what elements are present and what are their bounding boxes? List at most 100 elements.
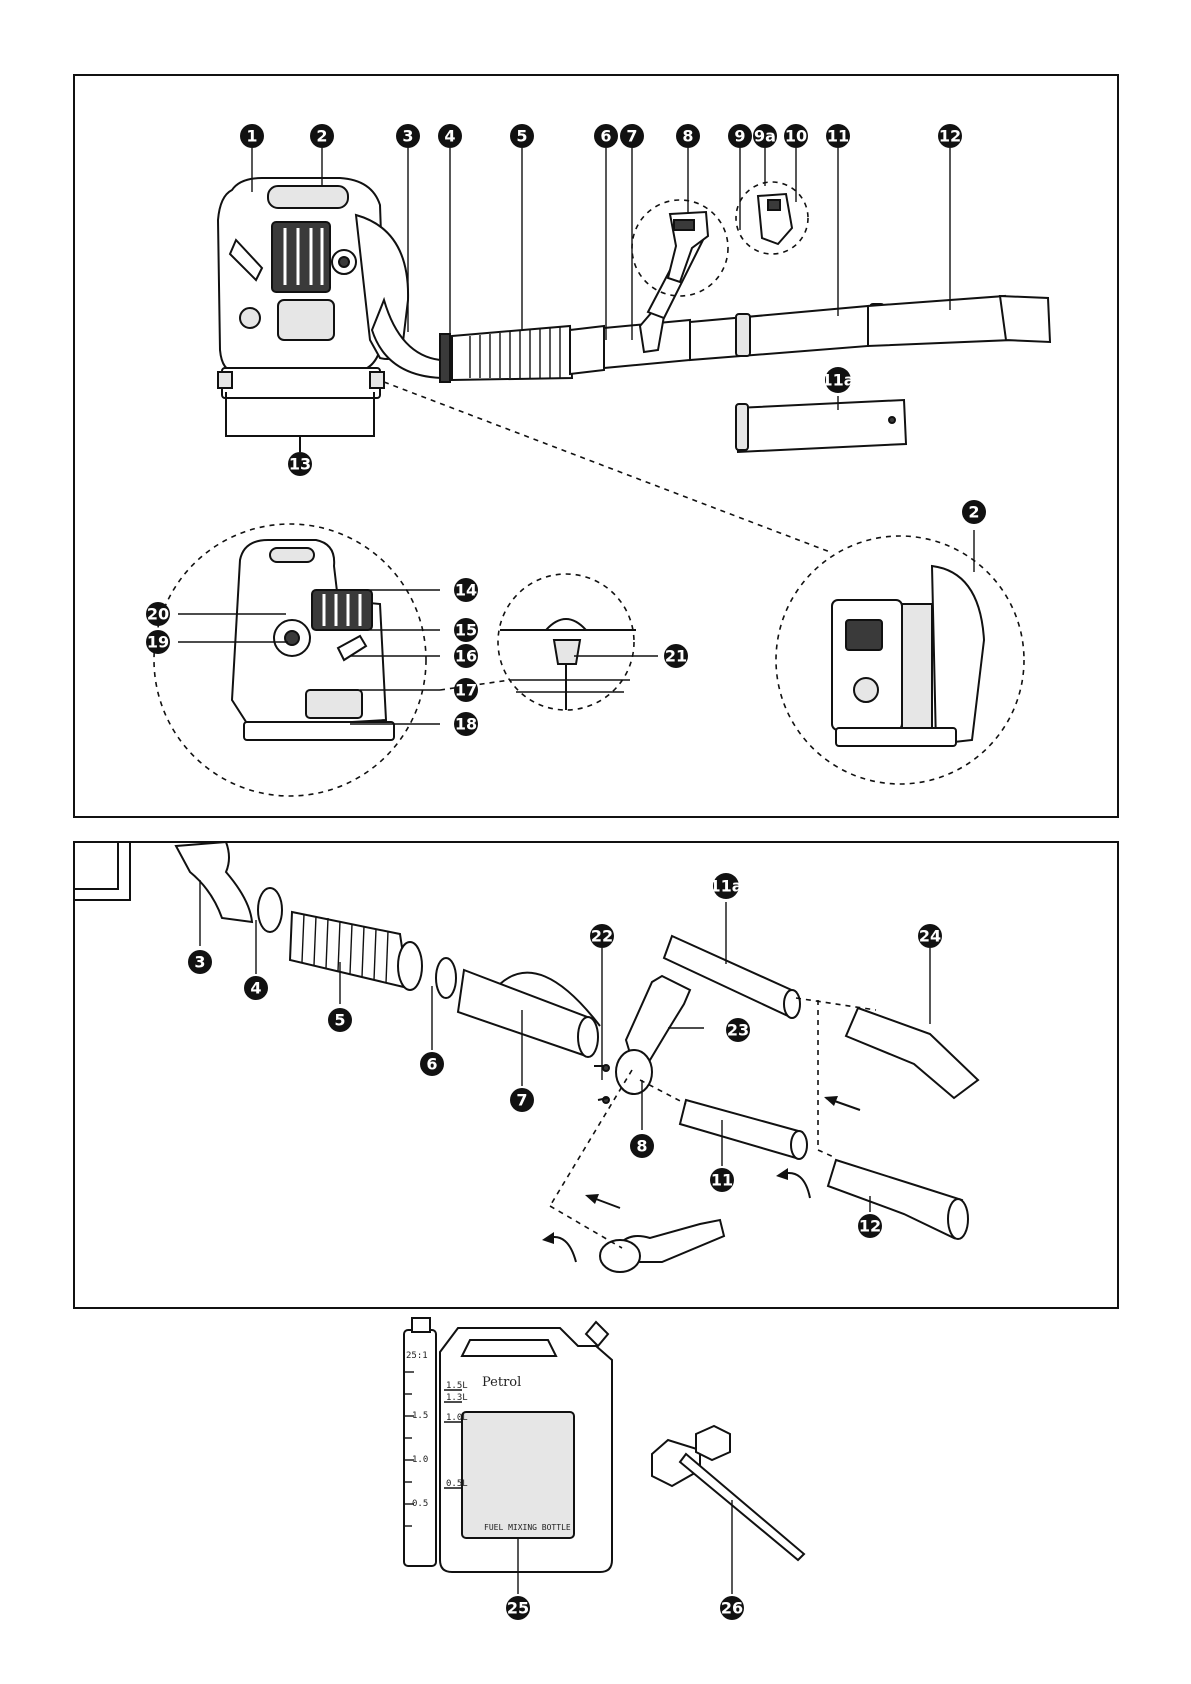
svg-text:12: 12 [859, 1217, 881, 1236]
callout-6: 6 [594, 124, 618, 148]
callout-11: 11 [826, 124, 850, 148]
svg-text:11a: 11a [709, 877, 742, 896]
callout-5: 5 [510, 124, 534, 148]
svg-text:17: 17 [455, 681, 477, 700]
left-scale-2: 1.0 [412, 1455, 428, 1465]
callout-8: 8 [676, 124, 700, 148]
callout-d3: 3 [188, 950, 212, 974]
callout-9: 9 [728, 124, 752, 148]
callout-17: 17 [454, 678, 478, 702]
panel-assembly [74, 842, 1118, 1308]
svg-text:13: 13 [289, 455, 311, 474]
svg-text:20: 20 [147, 605, 169, 624]
svg-text:6: 6 [426, 1055, 437, 1074]
svg-text:26: 26 [721, 1599, 743, 1618]
callout-d6: 6 [420, 1052, 444, 1076]
choke-detail [498, 574, 636, 710]
svg-text:24: 24 [919, 927, 941, 946]
svg-text:12: 12 [939, 127, 961, 146]
side-detail [776, 536, 1024, 784]
callout-21: 21 [664, 644, 688, 668]
svg-text:11: 11 [711, 1171, 733, 1190]
callout-d4: 4 [244, 976, 268, 1000]
panel-overview [74, 75, 1118, 817]
svg-text:4: 4 [444, 127, 455, 146]
svg-text:5: 5 [516, 127, 527, 146]
svg-text:21: 21 [665, 647, 687, 666]
svg-text:18: 18 [455, 715, 477, 734]
svg-text:25: 25 [507, 1599, 529, 1618]
callout-d11: 11 [710, 1168, 734, 1192]
callout-4: 4 [438, 124, 462, 148]
callout-d23: 23 [726, 1018, 750, 1042]
left-scale-1: 1.5 [412, 1411, 428, 1421]
bottle-label: FUEL MIXING BOTTLE [484, 1523, 571, 1532]
callout-2b: 2 [962, 500, 986, 524]
svg-text:11: 11 [827, 127, 849, 146]
ratio-label: 25:1 [406, 1351, 428, 1361]
callout-25: 25 [506, 1596, 530, 1620]
svg-text:9a: 9a [754, 127, 776, 146]
svg-text:4: 4 [250, 979, 261, 998]
svg-text:3: 3 [402, 127, 413, 146]
svg-text:19: 19 [147, 633, 169, 652]
rotate-arrow-2 [542, 1232, 576, 1262]
callout-d24: 24 [918, 924, 942, 948]
arrow-left-2 [585, 1194, 620, 1208]
callout-d22: 22 [590, 924, 614, 948]
extension-tube-11a [736, 400, 906, 452]
svg-text:7: 7 [516, 1091, 527, 1110]
blower-tube-assembly [372, 232, 1050, 382]
spark-plug-wrench [652, 1426, 804, 1594]
svg-text:23: 23 [727, 1021, 749, 1040]
callout-26: 26 [720, 1596, 744, 1620]
callout-13: 13 [288, 452, 312, 476]
callout-2: 2 [310, 124, 334, 148]
svg-text:5: 5 [334, 1011, 345, 1030]
svg-text:8: 8 [636, 1137, 647, 1156]
svg-text:14: 14 [455, 581, 477, 600]
callout-3: 3 [396, 124, 420, 148]
engine-detail [154, 524, 426, 796]
callout-10: 10 [784, 124, 808, 148]
handle-detail [632, 200, 728, 296]
svg-text:7: 7 [626, 127, 637, 146]
callout-15: 15 [454, 618, 478, 642]
svg-text:9: 9 [734, 127, 745, 146]
callout-d8: 8 [630, 1134, 654, 1158]
rotate-arrow-1 [776, 1168, 810, 1198]
callout-11a: 11a [821, 367, 854, 393]
svg-text:10: 10 [785, 127, 807, 146]
callout-19: 19 [146, 630, 170, 654]
callout-d11a: 11a [709, 873, 742, 899]
svg-text:15: 15 [455, 621, 477, 640]
callout-d5: 5 [328, 1008, 352, 1032]
svg-text:2: 2 [316, 127, 327, 146]
callout-12: 12 [938, 124, 962, 148]
trigger-detail [736, 182, 808, 254]
svg-text:11a: 11a [821, 371, 854, 390]
callout-9a: 9a [753, 124, 777, 148]
blower-body [218, 178, 408, 398]
callout-d7: 7 [510, 1088, 534, 1112]
bracket-13 [226, 392, 374, 452]
svg-text:8: 8 [682, 127, 693, 146]
svg-text:2: 2 [968, 503, 979, 522]
left-scale-3: 0.5 [412, 1499, 428, 1509]
callout-1: 1 [240, 124, 264, 148]
callout-18: 18 [454, 712, 478, 736]
callout-20: 20 [146, 602, 170, 626]
callout-14: 14 [454, 578, 478, 602]
fuel-bottle: 25:1 1.5 1.0 0.5 1.5L 1.3L 1.0L 0.5L Pet… [404, 1318, 612, 1594]
svg-text:16: 16 [455, 647, 477, 666]
callout-d12: 12 [858, 1214, 882, 1238]
svg-text:3: 3 [194, 953, 205, 972]
svg-text:6: 6 [600, 127, 611, 146]
svg-text:22: 22 [591, 927, 613, 946]
petrol-label: Petrol [482, 1375, 521, 1390]
callout-7: 7 [620, 124, 644, 148]
arrow-left-1 [824, 1096, 860, 1110]
callout-16: 16 [454, 644, 478, 668]
svg-text:1: 1 [246, 127, 257, 146]
